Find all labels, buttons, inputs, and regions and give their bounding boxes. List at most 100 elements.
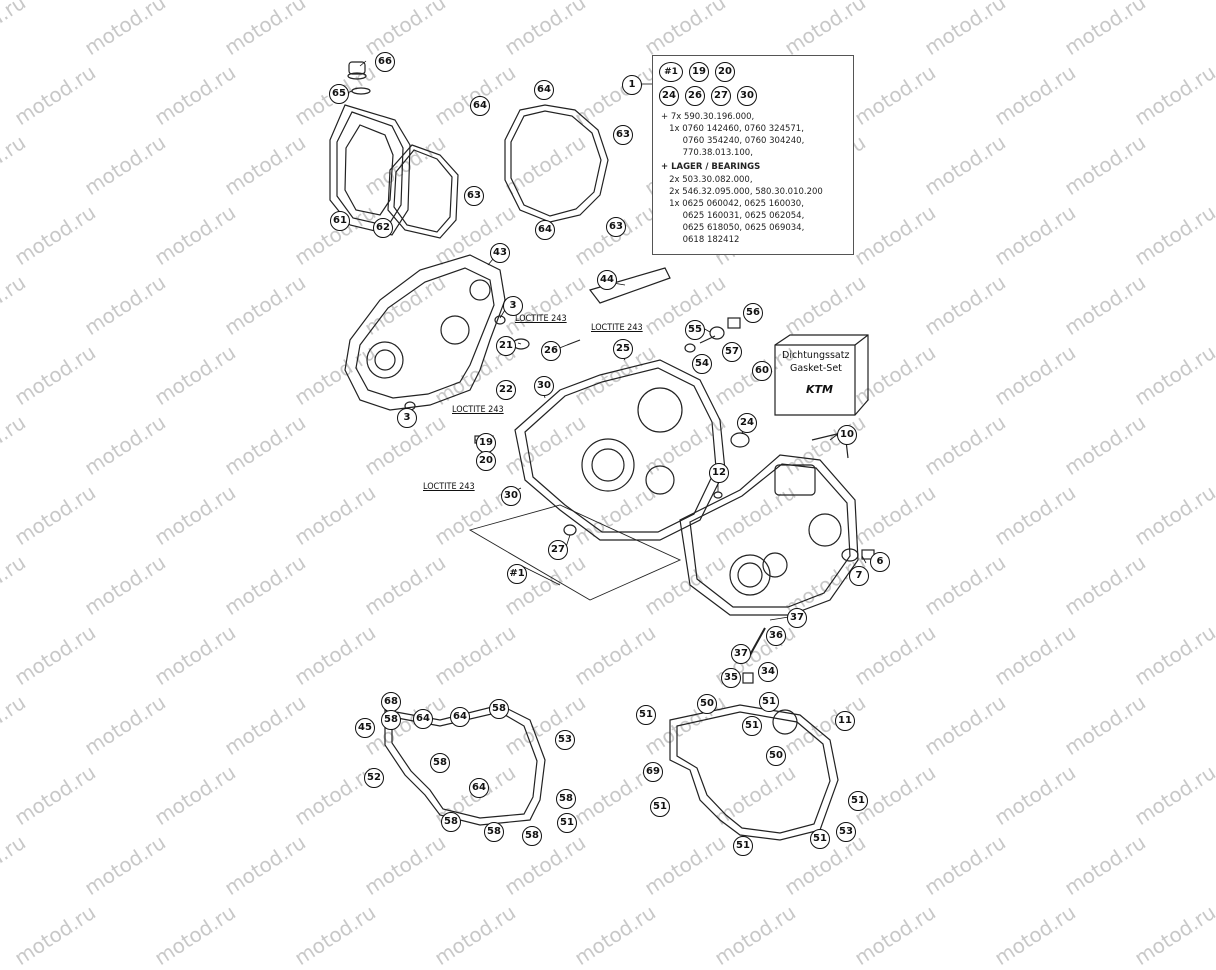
spring-57 xyxy=(699,335,716,344)
screw-26 xyxy=(566,339,581,346)
legend-callouts-row-2: 24 26 27 30 xyxy=(659,86,757,106)
part-callout-66: 66 xyxy=(375,52,395,72)
part-callout-63: 63 xyxy=(464,186,484,206)
loctite-label: LOCTITE 243 xyxy=(515,314,567,324)
seal-54 xyxy=(684,343,696,353)
legend-callout: 24 xyxy=(659,86,679,106)
part-callout-62: 62 xyxy=(373,218,393,238)
loctite-label: LOCTITE 243 xyxy=(591,323,643,333)
part-callout-58: 58 xyxy=(430,753,450,773)
part-callout-27: 27 xyxy=(548,540,568,560)
legend-line: 2x 546.32.095.000, 580.30.010.200 xyxy=(661,187,823,197)
bracket-44 xyxy=(588,267,671,304)
dowel-3 xyxy=(494,315,506,325)
part-callout-58: 58 xyxy=(522,826,542,846)
part-callout-36: 36 xyxy=(766,626,786,646)
part-callout-37: 37 xyxy=(787,608,807,628)
part-callout-30: 30 xyxy=(501,486,521,506)
clutch-cover-gasket xyxy=(504,104,609,223)
legend-line: 0625 160031, 0625 062054, xyxy=(661,211,805,221)
part-callout-55: 55 xyxy=(685,320,705,340)
loctite-label: LOCTITE 243 xyxy=(452,405,504,415)
part-callout-50: 50 xyxy=(697,694,717,714)
lower-right-gasket xyxy=(669,704,839,841)
legend-callout: #1 xyxy=(659,62,683,82)
part-callout-22: 22 xyxy=(496,380,516,400)
part-callout-3: 3 xyxy=(397,408,417,428)
loctite-label: LOCTITE 243 xyxy=(423,482,475,492)
part-callout-51: 51 xyxy=(636,705,656,725)
part-callout-58: 58 xyxy=(441,812,461,832)
legend-callout: 27 xyxy=(711,86,731,106)
oil-filler-plug xyxy=(347,61,371,95)
part-callout-7: 7 xyxy=(849,566,869,586)
legend-line: 770.38.013.100, xyxy=(661,148,753,158)
legend-line: 0625 618050, 0625 069034, xyxy=(661,223,805,233)
part-callout-20: 20 xyxy=(476,451,496,471)
legend-callout: 19 xyxy=(689,62,709,82)
part-callout-64: 64 xyxy=(450,707,470,727)
part-callout-64: 64 xyxy=(535,220,555,240)
legend-callout: 30 xyxy=(737,86,757,106)
gasket-set-label-en: Gasket-Set xyxy=(790,363,842,374)
part-callout-58: 58 xyxy=(484,822,504,842)
part-callout-64: 64 xyxy=(470,96,490,116)
part-callout-10: 10 xyxy=(837,425,857,445)
part-callout-69: 69 xyxy=(643,762,663,782)
part-callout-12: 12 xyxy=(709,463,729,483)
legend-callout: 20 xyxy=(715,62,735,82)
part-callout-24: 24 xyxy=(737,413,757,433)
part-callout-54: 54 xyxy=(692,354,712,374)
part-callout-63: 63 xyxy=(613,125,633,145)
legend-line: 1x 0760 142460, 0760 324571, xyxy=(661,124,804,134)
part-callout-57: 57 xyxy=(722,342,742,362)
legend-line: + 7x 590.30.196.000, xyxy=(661,112,755,122)
part-callout-43: 43 xyxy=(490,243,510,263)
right-crankcase xyxy=(679,454,859,616)
part-callout-44: 44 xyxy=(597,270,617,290)
part-callout-21: 21 xyxy=(496,336,516,356)
part-callout-53: 53 xyxy=(836,822,856,842)
gasket-set-label-de: Dichtungssatz xyxy=(782,350,850,361)
part-callout-26: 26 xyxy=(541,341,561,361)
cover-gasket-62 xyxy=(387,144,459,239)
part-callout-64: 64 xyxy=(469,778,489,798)
part-callout-63: 63 xyxy=(606,217,626,237)
clutch-cover-43 xyxy=(344,254,506,411)
part-callout-6: 6 xyxy=(870,552,890,572)
part-callout-58: 58 xyxy=(489,699,509,719)
ktm-logo: KTM xyxy=(806,383,833,396)
legend-bearings-heading: + LAGER / BEARINGS xyxy=(661,162,761,172)
part-callout-51: 51 xyxy=(759,692,779,712)
bearing-set-plane xyxy=(468,504,682,601)
part-callout-51: 51 xyxy=(733,836,753,856)
part-callout-1: 1 xyxy=(622,75,642,95)
part-callout-51: 51 xyxy=(650,797,670,817)
part-callout-51: 51 xyxy=(742,716,762,736)
part-callout-64: 64 xyxy=(534,80,554,100)
legend-line: 2x 503.30.082.000, xyxy=(661,175,753,185)
part-callout-65: 65 xyxy=(329,84,349,104)
legend-callouts-row-1: #1 19 20 xyxy=(659,62,735,82)
engine-case-line-art xyxy=(329,60,875,841)
part-callout-19: 19 xyxy=(476,433,496,453)
part-callout-58: 58 xyxy=(381,710,401,730)
spring-36 xyxy=(749,627,766,656)
part-callout-51: 51 xyxy=(848,791,868,811)
part-callout-35: 35 xyxy=(721,668,741,688)
plug-12 xyxy=(713,491,723,499)
part-callout-51: 51 xyxy=(557,813,577,833)
part-callout-58: 58 xyxy=(556,789,576,809)
part-callout-64: 64 xyxy=(413,709,433,729)
part-callout-53: 53 xyxy=(555,730,575,750)
part-callout-37: 37 xyxy=(731,644,751,664)
parts-legend-box: #1 19 20 24 26 27 30 + 7x 590.30.196.000… xyxy=(652,55,854,255)
plug-56 xyxy=(727,317,741,329)
part-callout-52: 52 xyxy=(364,768,384,788)
part-callout-56: 56 xyxy=(743,303,763,323)
seal-55 xyxy=(709,326,725,340)
part-callout-30: 30 xyxy=(534,376,554,396)
part-callout-25: 25 xyxy=(613,339,633,359)
legend-line: 0760 354240, 0760 304240, xyxy=(661,136,805,146)
